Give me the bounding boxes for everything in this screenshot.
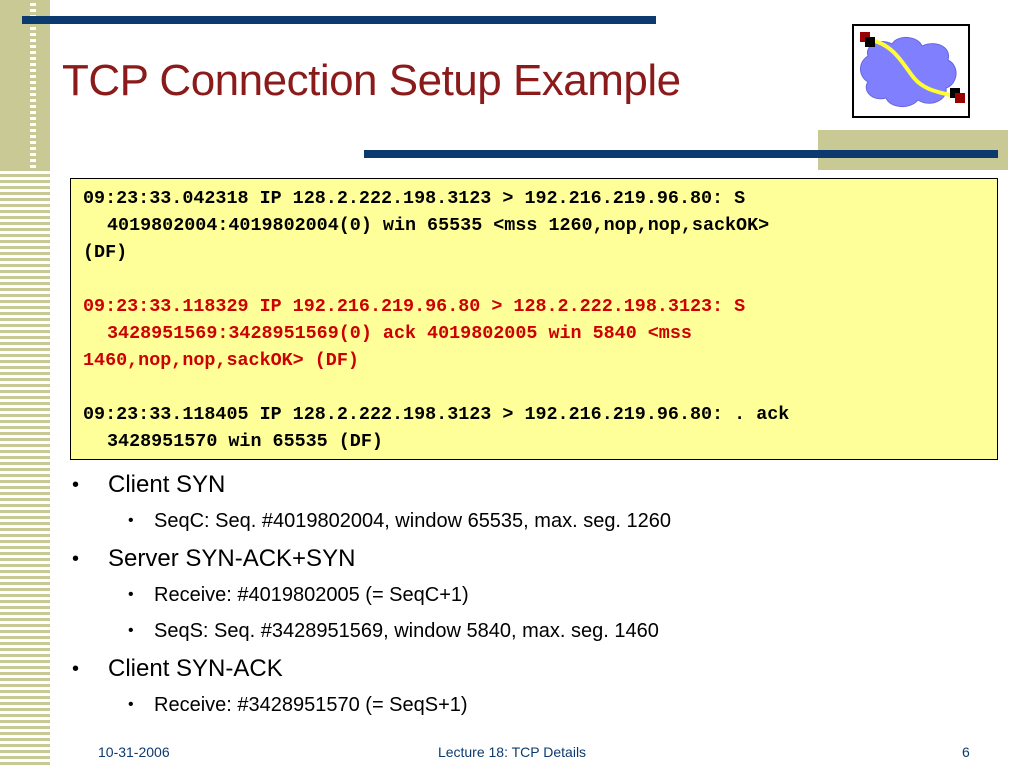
footer-course: Lecture 18: TCP Details bbox=[437, 744, 587, 760]
network-cloud-logo-icon bbox=[852, 24, 970, 118]
trace-entry-client-ack: 09:23:33.118405 IP 128.2.222.198.3123 > … bbox=[83, 401, 985, 455]
sub-bullet: SeqS: Seq. #3428951569, window 5840, max… bbox=[70, 618, 970, 644]
left-decorative-block-2 bbox=[36, 0, 50, 170]
bullet-client-syn-ack: Client SYN-ACK bbox=[70, 654, 970, 684]
trace-line: 09:23:33.042318 IP 128.2.222.198.3123 > … bbox=[83, 188, 746, 209]
sub-bullet: Receive: #4019802005 (= SeqC+1) bbox=[70, 582, 970, 608]
bullet-list: Client SYN SeqC: Seq. #4019802004, windo… bbox=[70, 470, 970, 728]
trace-line: (DF) bbox=[83, 242, 128, 263]
trace-entry-server-syn-ack: 09:23:33.118329 IP 192.216.219.96.80 > 1… bbox=[83, 293, 985, 374]
trace-line: 09:23:33.118405 IP 128.2.222.198.3123 > … bbox=[83, 404, 790, 425]
footer-page-number: 6 bbox=[962, 744, 970, 760]
sub-bullet: SeqC: Seq. #4019802004, window 65535, ma… bbox=[70, 508, 970, 534]
trace-line: 3428951569:3428951569(0) ack 4019802005 … bbox=[107, 323, 692, 344]
trace-line: 09:23:33.118329 IP 192.216.219.96.80 > 1… bbox=[83, 296, 746, 317]
top-accent-bar bbox=[22, 16, 656, 24]
trace-line: 3428951570 win 65535 (DF) bbox=[107, 431, 383, 452]
sub-bullet: Receive: #3428951570 (= SeqS+1) bbox=[70, 692, 970, 718]
footer-date: 10-31-2006 bbox=[98, 744, 170, 760]
middle-accent-bar bbox=[364, 150, 998, 158]
slide-title: TCP Connection Setup Example bbox=[62, 56, 681, 105]
packet-trace-box: 09:23:33.042318 IP 128.2.222.198.3123 > … bbox=[70, 178, 998, 460]
bullet-client-syn: Client SYN bbox=[70, 470, 970, 500]
trace-line: 1460,nop,nop,sackOK> (DF) bbox=[83, 350, 359, 371]
trace-entry-client-syn: 09:23:33.042318 IP 128.2.222.198.3123 > … bbox=[83, 185, 985, 266]
bullet-server-syn-ack: Server SYN-ACK+SYN bbox=[70, 544, 970, 574]
trace-line: 4019802004:4019802004(0) win 65535 <mss … bbox=[107, 215, 770, 236]
left-decorative-block bbox=[0, 0, 30, 170]
